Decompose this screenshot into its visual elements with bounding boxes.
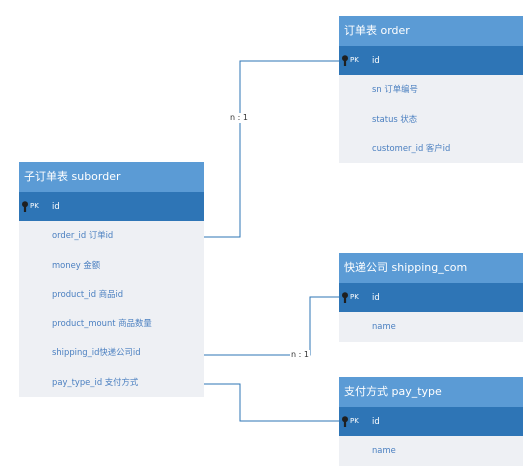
field-row[interactable]: order_id 订单id (19, 221, 204, 250)
link-suborder-paytype (204, 383, 339, 422)
pk-label: PK (350, 293, 359, 301)
field-row[interactable]: product_mount 商品数量 (19, 309, 204, 338)
field-name: money 金额 (52, 259, 101, 270)
field-row-pk[interactable]: PK id (19, 192, 204, 222)
key-icon: PK (341, 407, 359, 436)
entity-fields: PK id sn 订单编号 status 状态 customer_id 客户id (339, 46, 523, 164)
relation-label-order: n : 1 (229, 113, 249, 123)
entity-fields: PK id order_id 订单id money 金额 product_id … (19, 192, 204, 398)
field-row[interactable]: status 状态 (339, 105, 523, 134)
entity-title: 订单表 order (339, 16, 523, 46)
entity-shipping-com[interactable]: 快递公司 shipping_com PK id name (339, 253, 523, 342)
field-row[interactable]: money 金额 (19, 251, 204, 280)
field-name: id (52, 201, 60, 211)
field-name: product_id 商品id (52, 288, 124, 299)
pk-label: PK (30, 202, 39, 210)
pk-label: PK (350, 417, 359, 425)
entity-title: 子订单表 suborder (19, 162, 204, 192)
field-row[interactable]: name (339, 312, 523, 341)
field-name: order_id 订单id (52, 230, 114, 241)
link-suborder-shipping (204, 296, 339, 356)
field-row[interactable]: name (339, 436, 523, 465)
link-suborder-order (204, 60, 339, 238)
key-icon: PK (341, 283, 359, 312)
entity-order[interactable]: 订单表 order PK id sn 订单编号 status 状态 custom… (339, 16, 523, 164)
field-row[interactable]: pay_type_id 支付方式 (19, 368, 204, 397)
field-row[interactable]: customer_id 客户id (339, 134, 523, 163)
relation-label-shipping: n : 1 (290, 350, 310, 360)
entity-title: 快递公司 shipping_com (339, 253, 523, 283)
field-row-pk[interactable]: PK id (339, 283, 523, 313)
key-icon: PK (21, 192, 39, 221)
entity-suborder[interactable]: 子订单表 suborder PK id order_id 订单id money … (19, 162, 204, 398)
pk-label: PK (350, 56, 359, 64)
field-name: id (372, 292, 380, 302)
field-name: shipping_id快递公司id (52, 347, 141, 358)
field-name: name (372, 445, 396, 456)
field-name: pay_type_id 支付方式 (52, 376, 139, 387)
field-row[interactable]: shipping_id快递公司id (19, 338, 204, 367)
entity-fields: PK id name (339, 283, 523, 342)
field-name: status 状态 (372, 113, 418, 124)
field-row-pk[interactable]: PK id (339, 46, 523, 76)
field-name: name (372, 321, 396, 332)
field-name: id (372, 416, 380, 426)
field-row[interactable]: sn 订单编号 (339, 75, 523, 104)
entity-fields: PK id name (339, 407, 523, 466)
key-icon: PK (341, 46, 359, 75)
field-name: product_mount 商品数量 (52, 318, 152, 329)
field-row[interactable]: product_id 商品id (19, 280, 204, 309)
field-name: sn 订单编号 (372, 84, 418, 95)
field-row-pk[interactable]: PK id (339, 407, 523, 437)
field-name: customer_id 客户id (372, 142, 451, 153)
entity-title: 支付方式 pay_type (339, 377, 523, 407)
field-name: id (372, 55, 380, 65)
entity-pay-type[interactable]: 支付方式 pay_type PK id name (339, 377, 523, 466)
